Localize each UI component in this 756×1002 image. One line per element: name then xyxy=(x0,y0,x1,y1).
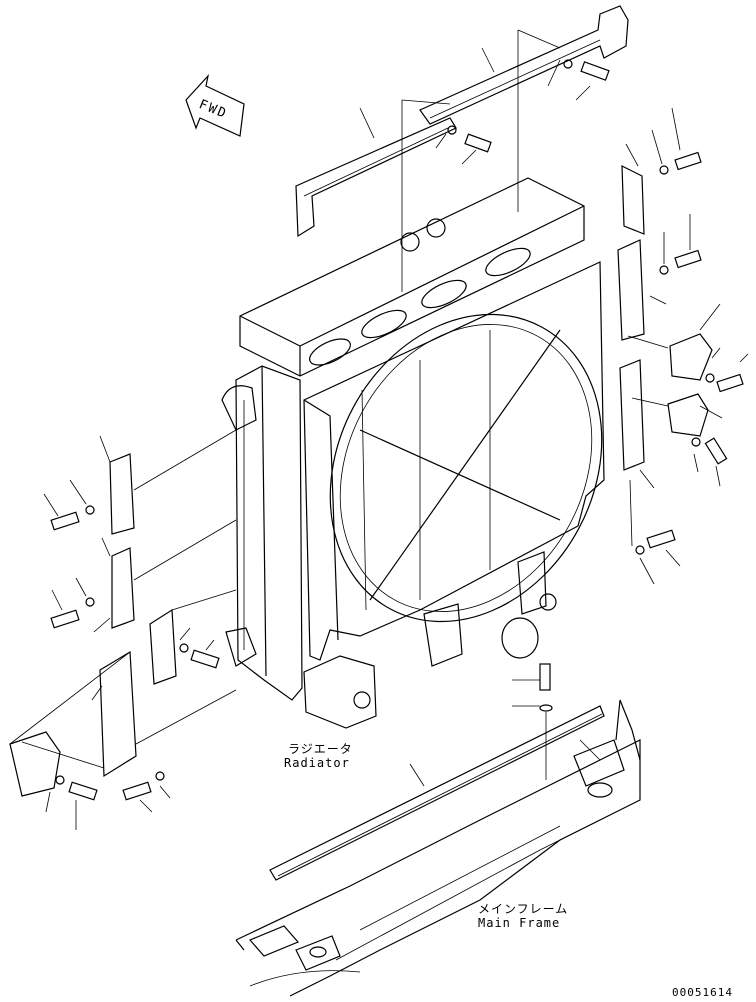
top-cover-plate-right xyxy=(419,5,629,125)
bolt-right-5 xyxy=(629,479,681,585)
bottom-rail-plate xyxy=(269,705,605,881)
bolt-left-4 xyxy=(45,775,98,830)
bolt-right-4 xyxy=(691,437,728,487)
main-frame-label-en: Main Frame xyxy=(478,916,561,930)
radiator-assembly xyxy=(221,177,605,729)
radiator-label-en: Radiator xyxy=(284,756,350,770)
bolt-left-2 xyxy=(50,577,95,629)
top-cover-plate-left xyxy=(295,107,457,238)
main-frame xyxy=(235,699,641,997)
bolt-right-1 xyxy=(651,107,702,175)
bolt-right-3 xyxy=(705,347,749,393)
drawing-number: 00051614 xyxy=(672,986,733,999)
left-bracket-plates xyxy=(9,429,237,797)
radiator-label-jp: ラジエータ xyxy=(288,742,353,756)
bolt-left-3 xyxy=(179,627,220,669)
bolt-bottom xyxy=(512,663,553,780)
bolt-right-2 xyxy=(659,214,702,275)
bolt-left-1 xyxy=(43,479,95,531)
bolt-top-2 xyxy=(435,125,492,165)
right-bracket-plates xyxy=(617,143,723,489)
bolt-left-5 xyxy=(122,771,171,813)
main-frame-label-jp: メインフレーム xyxy=(478,902,569,916)
fwd-arrow-icon: FWD xyxy=(185,74,245,137)
bolt-top-1 xyxy=(547,59,610,101)
